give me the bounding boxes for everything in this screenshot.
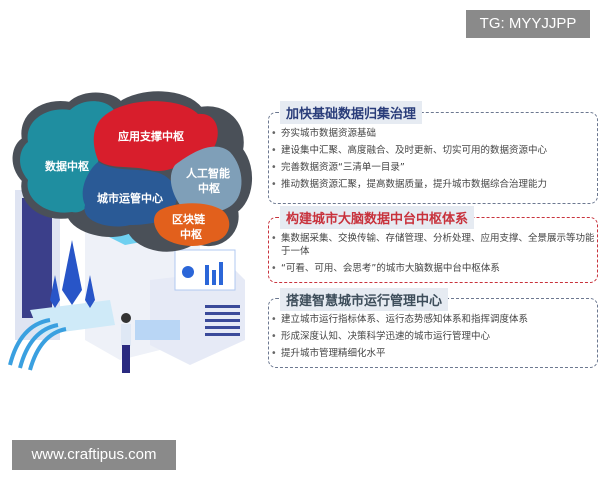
panel-title-data-middle-platform: 构建城市大脑数据中台中枢体系 bbox=[280, 206, 475, 229]
brain-app-hub bbox=[93, 101, 218, 171]
brain-city-ops bbox=[82, 162, 177, 227]
list-item: 集数据采集、交换传输、存储管理、分析处理、应用支撑、全景展示等功能于一体 bbox=[269, 232, 597, 258]
label-ai-hub-2: 中枢 bbox=[198, 181, 220, 195]
label-ai-hub: 人工智能 bbox=[186, 166, 230, 180]
list-item: 建设集中汇聚、高度融合、及时更新、切实可用的数据资源中心 bbox=[269, 144, 597, 157]
label-app-hub: 应用支撑中枢 bbox=[118, 129, 184, 143]
list-item: 推动数据资源汇聚，提高数据质量，提升城市数据综合治理能力 bbox=[269, 178, 597, 191]
label-blockchain-2: 中枢 bbox=[180, 227, 202, 241]
label-data-hub: 数据中枢 bbox=[45, 159, 89, 173]
city-brain-illustration: 数据中枢 应用支撑中枢 城市运管中心 人工智能 中枢 区块链 中枢 bbox=[8, 91, 253, 373]
label-blockchain: 区块链 bbox=[172, 212, 206, 226]
brain-ai-hub bbox=[170, 146, 242, 213]
crystal-icon bbox=[62, 240, 82, 305]
list-item: 建立城市运行指标体系、运行态势感知体系和指挥调度体系 bbox=[269, 313, 597, 326]
watermark-top: TG: MYYJJPP bbox=[466, 10, 590, 38]
list-item: 形成深度认知、决策科学迅速的城市运行管理中心 bbox=[269, 330, 597, 343]
list-item: “可看、可用、会思考”的城市大脑数据中台中枢体系 bbox=[269, 262, 597, 275]
label-city-ops: 城市运管中心 bbox=[97, 191, 163, 205]
server-block bbox=[150, 270, 245, 365]
panel-title-data-governance: 加快基础数据归集治理 bbox=[280, 101, 423, 124]
watermark-bottom: www.craftipus.com bbox=[12, 440, 176, 470]
list-item: 提升城市管理精细化水平 bbox=[269, 347, 597, 360]
panel-title-city-ops-center: 搭建智慧城市运行管理中心 bbox=[280, 288, 449, 311]
person-figure bbox=[121, 313, 131, 373]
brain-blockchain bbox=[154, 203, 230, 246]
panel-data-governance: 夯实城市数据资源基础 建设集中汇聚、高度融合、及时更新、切实可用的数据资源中心 … bbox=[268, 112, 598, 204]
list-item: 完善数据资源“三清单一目录” bbox=[269, 161, 597, 174]
keyboard-desk bbox=[135, 320, 180, 340]
list-item: 夯实城市数据资源基础 bbox=[269, 127, 597, 140]
